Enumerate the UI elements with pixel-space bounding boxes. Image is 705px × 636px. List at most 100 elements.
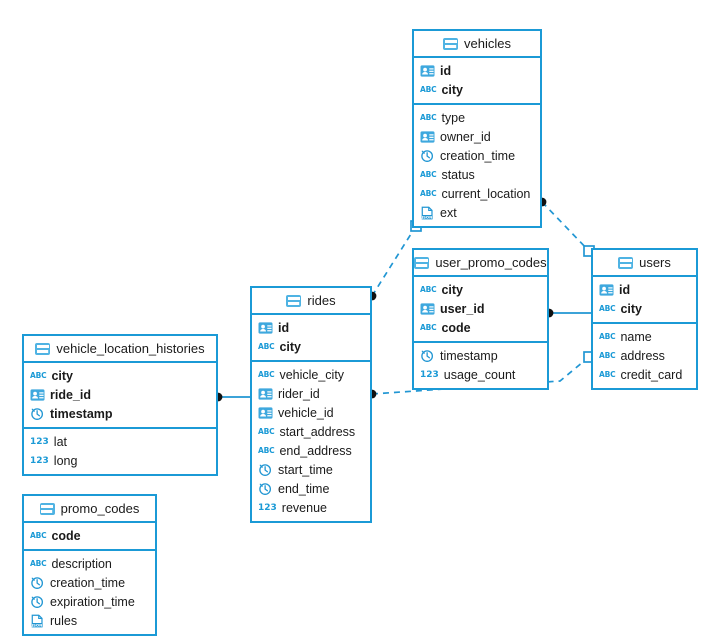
abc-text-icon: ABC xyxy=(599,331,616,341)
abc-text-icon: ABC xyxy=(30,530,47,540)
column-creation_time[interactable]: creation_time xyxy=(24,573,155,592)
abc-text-icon: ABC xyxy=(420,112,437,122)
clock-icon xyxy=(31,576,44,589)
primary-key-column-user_id[interactable]: user_id xyxy=(414,299,547,318)
column-creation_time[interactable]: creation_time xyxy=(414,146,540,165)
column-name: vehicle_id xyxy=(278,405,334,420)
entity-title: vehicle_location_histories xyxy=(56,341,205,356)
svg-text:JSON: JSON xyxy=(421,214,433,219)
column-name: start_time xyxy=(278,462,333,477)
column-name: ext xyxy=(440,205,457,220)
id-card-icon xyxy=(258,406,273,419)
column-expiration_time[interactable]: expiration_time xyxy=(24,592,155,611)
clock-icon xyxy=(421,349,434,362)
column-name: code xyxy=(441,320,471,335)
id-card-icon xyxy=(420,130,435,143)
table-grid-icon xyxy=(35,342,51,355)
column-name: ride_id xyxy=(50,387,91,402)
entity-header-user_promo_codes[interactable]: user_promo_codes xyxy=(414,250,547,277)
primary-key-column-id[interactable]: id xyxy=(414,61,540,80)
number-icon: 123 xyxy=(30,455,49,466)
column-name: id xyxy=(278,320,290,335)
column-start_time[interactable]: start_time xyxy=(252,460,370,479)
column-name: revenue xyxy=(281,500,327,515)
clock-icon xyxy=(259,482,272,495)
column-timestamp[interactable]: timestamp xyxy=(414,346,547,365)
table-grid-icon xyxy=(286,294,302,307)
primary-key-section: ABC code xyxy=(24,523,155,551)
column-name: expiration_time xyxy=(50,594,135,609)
entity-title: rides xyxy=(307,293,336,308)
primary-key-column-timestamp[interactable]: timestamp xyxy=(24,404,216,423)
abc-text-icon: ABC xyxy=(30,370,47,380)
column-ext[interactable]: JSON ext xyxy=(414,203,540,222)
column-name: type xyxy=(441,110,466,125)
primary-key-column-code[interactable]: ABC code xyxy=(24,526,155,545)
entity-header-vehicle_location_histories[interactable]: vehicle_location_histories xyxy=(24,336,216,363)
column-name: address xyxy=(620,348,665,363)
relationship-line-rides-to-vehicles[interactable] xyxy=(371,225,417,297)
primary-key-column-id[interactable]: id xyxy=(593,280,696,299)
entity-header-vehicles[interactable]: vehicles xyxy=(414,31,540,58)
id-card-icon xyxy=(599,283,614,296)
json-document-icon: JSON xyxy=(421,206,433,219)
clock-icon xyxy=(31,407,44,420)
column-revenue[interactable]: 123 revenue xyxy=(252,498,370,517)
id-card-icon xyxy=(420,64,435,77)
column-end_time[interactable]: end_time xyxy=(252,479,370,498)
column-name: current_location xyxy=(441,186,531,201)
primary-key-column-id[interactable]: id xyxy=(252,318,370,337)
id-card-icon xyxy=(258,321,273,334)
entity-header-rides[interactable]: rides xyxy=(252,288,370,315)
number-icon: 123 xyxy=(258,502,277,513)
column-vehicle_id[interactable]: vehicle_id xyxy=(252,403,370,422)
column-owner_id[interactable]: owner_id xyxy=(414,127,540,146)
column-name: city xyxy=(620,301,642,316)
number-icon: 123 xyxy=(420,369,439,380)
entity-header-users[interactable]: users xyxy=(593,250,696,277)
column-type[interactable]: ABC type xyxy=(414,108,540,127)
column-rider_id[interactable]: rider_id xyxy=(252,384,370,403)
primary-key-column-ride_id[interactable]: ride_id xyxy=(24,385,216,404)
column-name: code xyxy=(51,528,81,543)
relationship-line-vehicles-to-users[interactable] xyxy=(541,201,590,252)
column-name: timestamp xyxy=(440,348,498,363)
id-card-icon xyxy=(30,388,45,401)
column-name: id xyxy=(440,63,452,78)
entity-title: users xyxy=(639,255,671,270)
entity-header-promo_codes[interactable]: promo_codes xyxy=(24,496,155,523)
